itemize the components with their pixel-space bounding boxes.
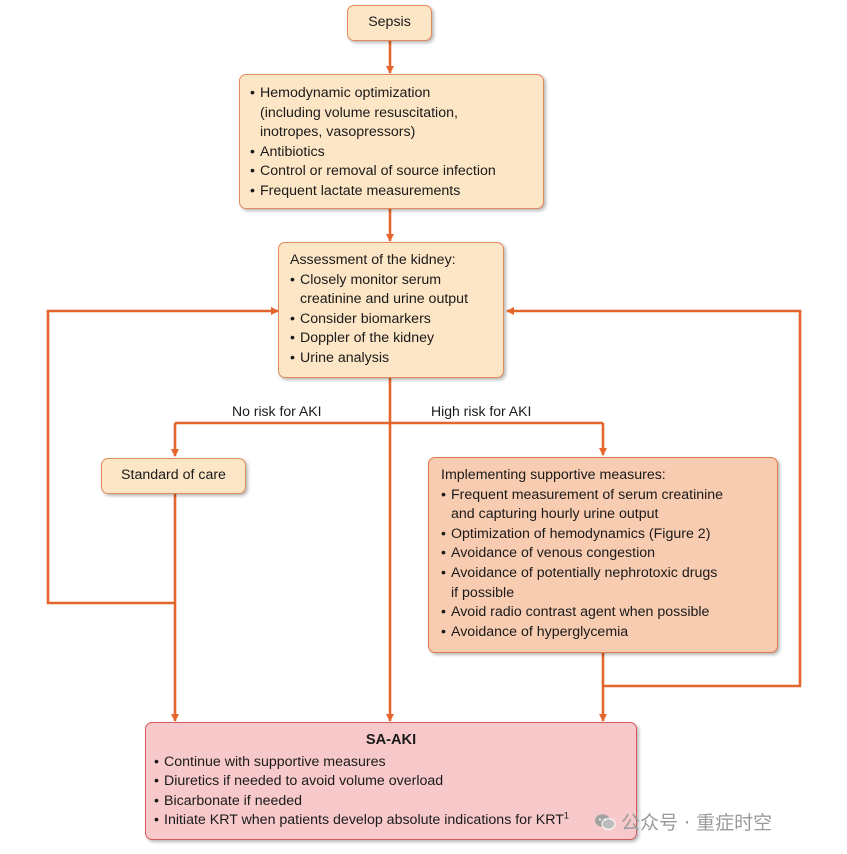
management-item: Control or removal of source infection: [250, 162, 533, 182]
management-item-text: inotropes, vasopressors): [260, 124, 416, 141]
supportive-item-text: if possible: [451, 584, 515, 601]
standard-of-care-box: Standard of care: [101, 458, 246, 494]
assessment-list: Closely monitor serum creatinine and uri…: [290, 271, 495, 369]
saaki-footnote-mark: 1: [563, 810, 569, 821]
assessment-item-text: Closely monitor serum: [300, 271, 442, 288]
supportive-measures-box: Implementing supportive measures: Freque…: [428, 457, 778, 653]
supportive-item-text: and capturing hourly urine output: [451, 506, 659, 523]
management-item-text: Frequent lactate measurements: [260, 182, 461, 199]
supportive-item-text: Avoidance of venous congestion: [451, 545, 656, 562]
assessment-item: Closely monitor serum creatinine and uri…: [290, 271, 495, 310]
watermark-text: 公众号 · 重症时空: [621, 812, 773, 834]
supportive-title: Implementing supportive measures:: [441, 467, 666, 483]
supportive-item: Frequent measurement of serum creatinine…: [441, 486, 769, 525]
supportive-item: Avoidance of potentially nephrotoxic dru…: [441, 564, 769, 603]
saaki-item: Bicarbonate if needed: [154, 792, 628, 812]
supportive-item-text: Avoid radio contrast agent when possible: [451, 604, 710, 621]
supportive-item: Avoid radio contrast agent when possible: [441, 603, 769, 623]
assessment-item-text: Urine analysis: [300, 349, 390, 366]
saaki-title: SA-AKI: [365, 732, 417, 748]
assessment-item: Consider biomarkers: [290, 310, 495, 330]
management-item: Hemodynamic optimization (including volu…: [250, 84, 533, 143]
management-item-text: Antibiotics: [260, 143, 325, 160]
assessment-item-text: creatinine and urine output: [300, 291, 469, 308]
supportive-item: Optimization of hemodynamics (Figure 2): [441, 525, 769, 545]
saaki-item-text: Bicarbonate if needed: [164, 792, 303, 809]
assessment-item-text: Doppler of the kidney: [300, 330, 435, 347]
assessment-title: Assessment of the kidney:: [290, 252, 456, 268]
supportive-item-text: Frequent measurement of serum creatinine: [451, 486, 724, 503]
supportive-item-text: Avoidance of potentially nephrotoxic dru…: [451, 564, 718, 581]
management-item-text: (including volume resuscitation,: [260, 104, 458, 121]
supportive-item-text: Avoidance of hyperglycemia: [451, 623, 629, 640]
saaki-item-text: Initiate KRT when patients develop absol…: [164, 812, 564, 829]
arrow-standard-care-loop: [46, 307, 279, 605]
management-list: Hemodynamic optimization (including volu…: [250, 84, 533, 202]
no-risk-label: No risk for AKI: [232, 403, 322, 419]
saaki-item: Continue with supportive measures: [154, 753, 628, 773]
initial-management-box: Hemodynamic optimization (including volu…: [239, 74, 544, 209]
management-item: Antibiotics: [250, 143, 533, 163]
supportive-item: Avoidance of hyperglycemia: [441, 623, 769, 643]
supportive-item: Avoidance of venous congestion: [441, 544, 769, 564]
supportive-item-text: Optimization of hemodynamics (Figure 2): [451, 525, 711, 542]
supportive-list: Frequent measurement of serum creatinine…: [441, 486, 769, 643]
sepsis-box: Sepsis: [347, 5, 432, 41]
saaki-item: Initiate KRT when patients develop absol…: [154, 811, 628, 831]
assessment-item-text: Consider biomarkers: [300, 310, 431, 327]
saaki-item-text: Continue with supportive measures: [164, 753, 386, 770]
saaki-box: SA-AKI Continue with supportive measures…: [145, 722, 637, 840]
saaki-item: Diuretics if needed to avoid volume over…: [154, 772, 628, 792]
watermark: 公众号 · 重症时空: [594, 808, 772, 835]
saaki-item-text: Diuretics if needed to avoid volume over…: [164, 773, 444, 790]
kidney-assessment-box: Assessment of the kidney: Closely monito…: [278, 242, 504, 378]
wechat-logo-icon: [594, 813, 616, 831]
management-item: Frequent lactate measurements: [250, 182, 533, 202]
standard-of-care-label: Standard of care: [121, 467, 226, 484]
assessment-item: Doppler of the kidney: [290, 329, 495, 349]
saaki-list: Continue with supportive measures Diuret…: [154, 753, 628, 831]
management-item-text: Hemodynamic optimization: [260, 85, 431, 101]
sepsis-label: Sepsis: [368, 14, 411, 31]
high-risk-label: High risk for AKI: [431, 403, 532, 419]
assessment-item: Urine analysis: [290, 349, 495, 369]
management-item-text: Control or removal of source infection: [260, 163, 496, 180]
